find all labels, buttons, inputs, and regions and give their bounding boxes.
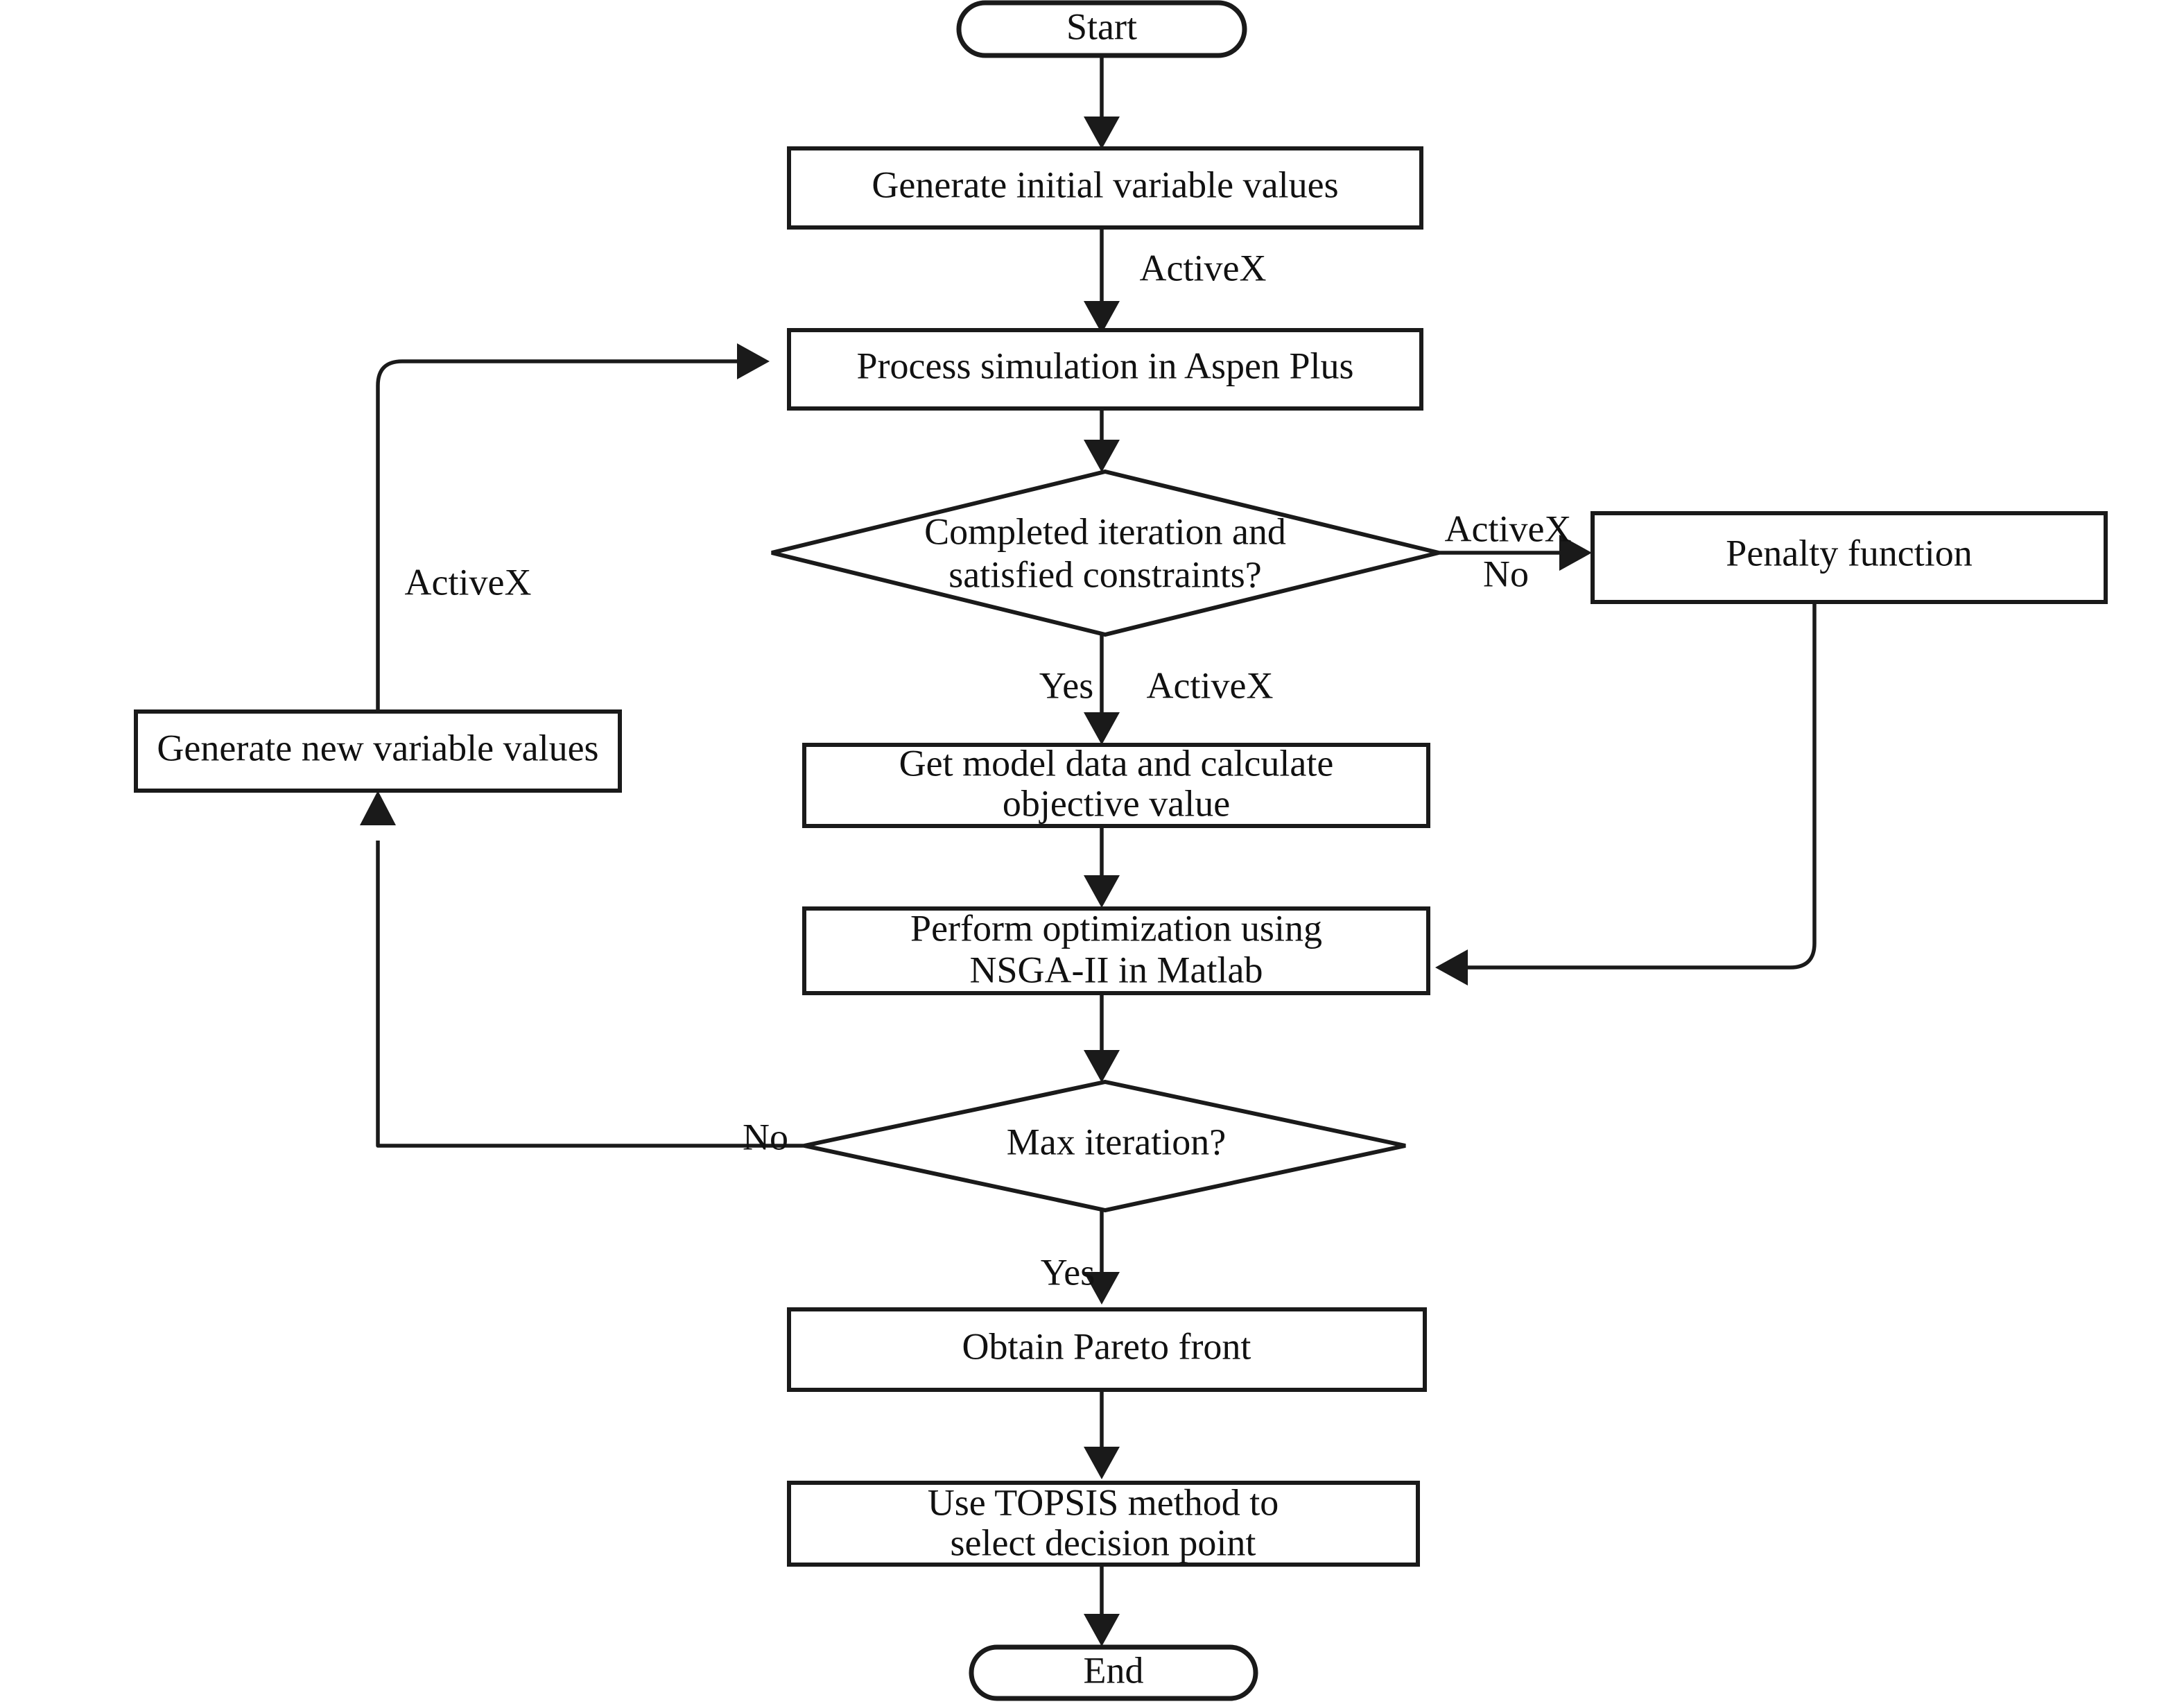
- arrowhead-topsis-to-end: [1084, 1614, 1120, 1646]
- get-model-data-label-line2: objective value: [1003, 782, 1230, 824]
- obtain-pareto-front-shape: [787, 1307, 1427, 1392]
- completed-iteration-decision-label-line1: Completed iteration and: [924, 510, 1286, 552]
- arrowhead-start-to-geninit: [1084, 117, 1120, 149]
- perform-optimization-label-line1: Perform optimization using: [910, 907, 1322, 949]
- use-topsis-method-label-line1: Use TOPSIS method to: [928, 1481, 1279, 1523]
- penalty-function-label: Penalty function: [1726, 532, 1972, 574]
- obtain-pareto-front-label: Obtain Pareto front: [962, 1325, 1251, 1367]
- start-terminator-shape: [956, 0, 1247, 58]
- node-generate-initial-variable-values[interactable]: Generate initial variable values: [787, 146, 1423, 230]
- penalty-function-shape: [1591, 511, 2108, 604]
- get-model-data-label-line1: Get model data and calculate: [899, 742, 1334, 784]
- arrowhead-optimize-to-maxiter: [1084, 1050, 1120, 1083]
- edge-label-check-no: No: [1483, 553, 1529, 594]
- node-max-iteration-decision[interactable]: Max iteration?: [804, 1079, 1406, 1213]
- arrowhead-maxiter-to-pareto: [1084, 1272, 1120, 1305]
- process-simulation-aspen-plus-shape: [787, 328, 1423, 411]
- node-end[interactable]: End: [969, 1644, 1258, 1701]
- node-penalty-function[interactable]: Penalty function: [1591, 511, 2108, 604]
- generate-new-variable-values-label: Generate new variable values: [157, 727, 598, 768]
- node-process-simulation-aspen-plus[interactable]: Process simulation in Aspen Plus: [787, 328, 1423, 411]
- arrowhead-penalty-to-optimize: [1435, 949, 1468, 986]
- perform-optimization-shape: [802, 906, 1430, 995]
- use-topsis-method-shape: [787, 1481, 1420, 1567]
- arrowhead-pareto-to-topsis: [1084, 1447, 1120, 1479]
- completed-iteration-decision-label-line2: satisfied constraints?: [948, 553, 1261, 595]
- process-simulation-aspen-plus-label: Process simulation in Aspen Plus: [856, 345, 1353, 386]
- get-model-data-shape: [802, 743, 1430, 828]
- generate-initial-variable-values-shape: [787, 146, 1423, 230]
- edge-label-check-no-activex: ActiveX: [1445, 508, 1572, 549]
- end-terminator-shape: [969, 1644, 1258, 1701]
- generate-initial-variable-values-label: Generate initial variable values: [872, 164, 1338, 205]
- arrowhead-gennew-to-aspen: [737, 343, 770, 379]
- arrowhead-maxiter-no-to-gennew: [360, 791, 396, 825]
- start-label: Start: [1066, 6, 1137, 47]
- edge-gennew-to-aspen: [376, 359, 752, 712]
- arrowhead-getmodel-to-optimize: [1084, 875, 1120, 908]
- node-use-topsis-method[interactable]: Use TOPSIS method to select decision poi…: [787, 1481, 1420, 1567]
- connectors-group: [360, 55, 1817, 1646]
- completed-iteration-decision-shape: [771, 469, 1439, 637]
- arrowhead-check-to-getmodel: [1084, 712, 1120, 745]
- node-start[interactable]: Start: [956, 0, 1247, 58]
- node-get-model-data[interactable]: Get model data and calculate objective v…: [802, 742, 1430, 828]
- perform-optimization-label-line2: NSGA-II in Matlab: [970, 949, 1263, 990]
- edge-label-check-yes: Yes: [1039, 664, 1094, 706]
- edge-label-check-yes-activex: ActiveX: [1147, 664, 1274, 706]
- arrowhead-aspen-to-check: [1084, 440, 1120, 472]
- end-label: End: [1084, 1649, 1144, 1691]
- edge-label-loopback-activex: ActiveX: [405, 561, 532, 603]
- node-obtain-pareto-front[interactable]: Obtain Pareto front: [787, 1307, 1427, 1392]
- use-topsis-method-label-line2: select decision point: [951, 1522, 1256, 1563]
- node-generate-new-variable-values[interactable]: Generate new variable values: [134, 709, 622, 793]
- edge-label-maxiter-yes: Yes: [1041, 1251, 1095, 1293]
- arrowhead-check-to-penalty: [1559, 535, 1592, 571]
- node-perform-optimization[interactable]: Perform optimization using NSGA-II in Ma…: [802, 906, 1430, 995]
- edge-penalty-to-optimize: [1453, 602, 1817, 970]
- max-iteration-decision-label: Max iteration?: [1007, 1121, 1226, 1162]
- edge-labels-group: ActiveX ActiveX No Yes ActiveX ActiveX N…: [405, 247, 1572, 1293]
- edge-label-init-to-aspen-activex: ActiveX: [1140, 247, 1267, 289]
- max-iteration-decision-shape: [804, 1079, 1406, 1213]
- edge-label-maxiter-no: No: [743, 1116, 788, 1157]
- edge-maxiter-no-to-gennew: [376, 841, 804, 1148]
- arrowhead-geninit-to-aspen: [1084, 301, 1120, 334]
- generate-new-variable-values-shape: [134, 709, 622, 793]
- node-completed-iteration-decision[interactable]: Completed iteration and satisfied constr…: [771, 469, 1439, 637]
